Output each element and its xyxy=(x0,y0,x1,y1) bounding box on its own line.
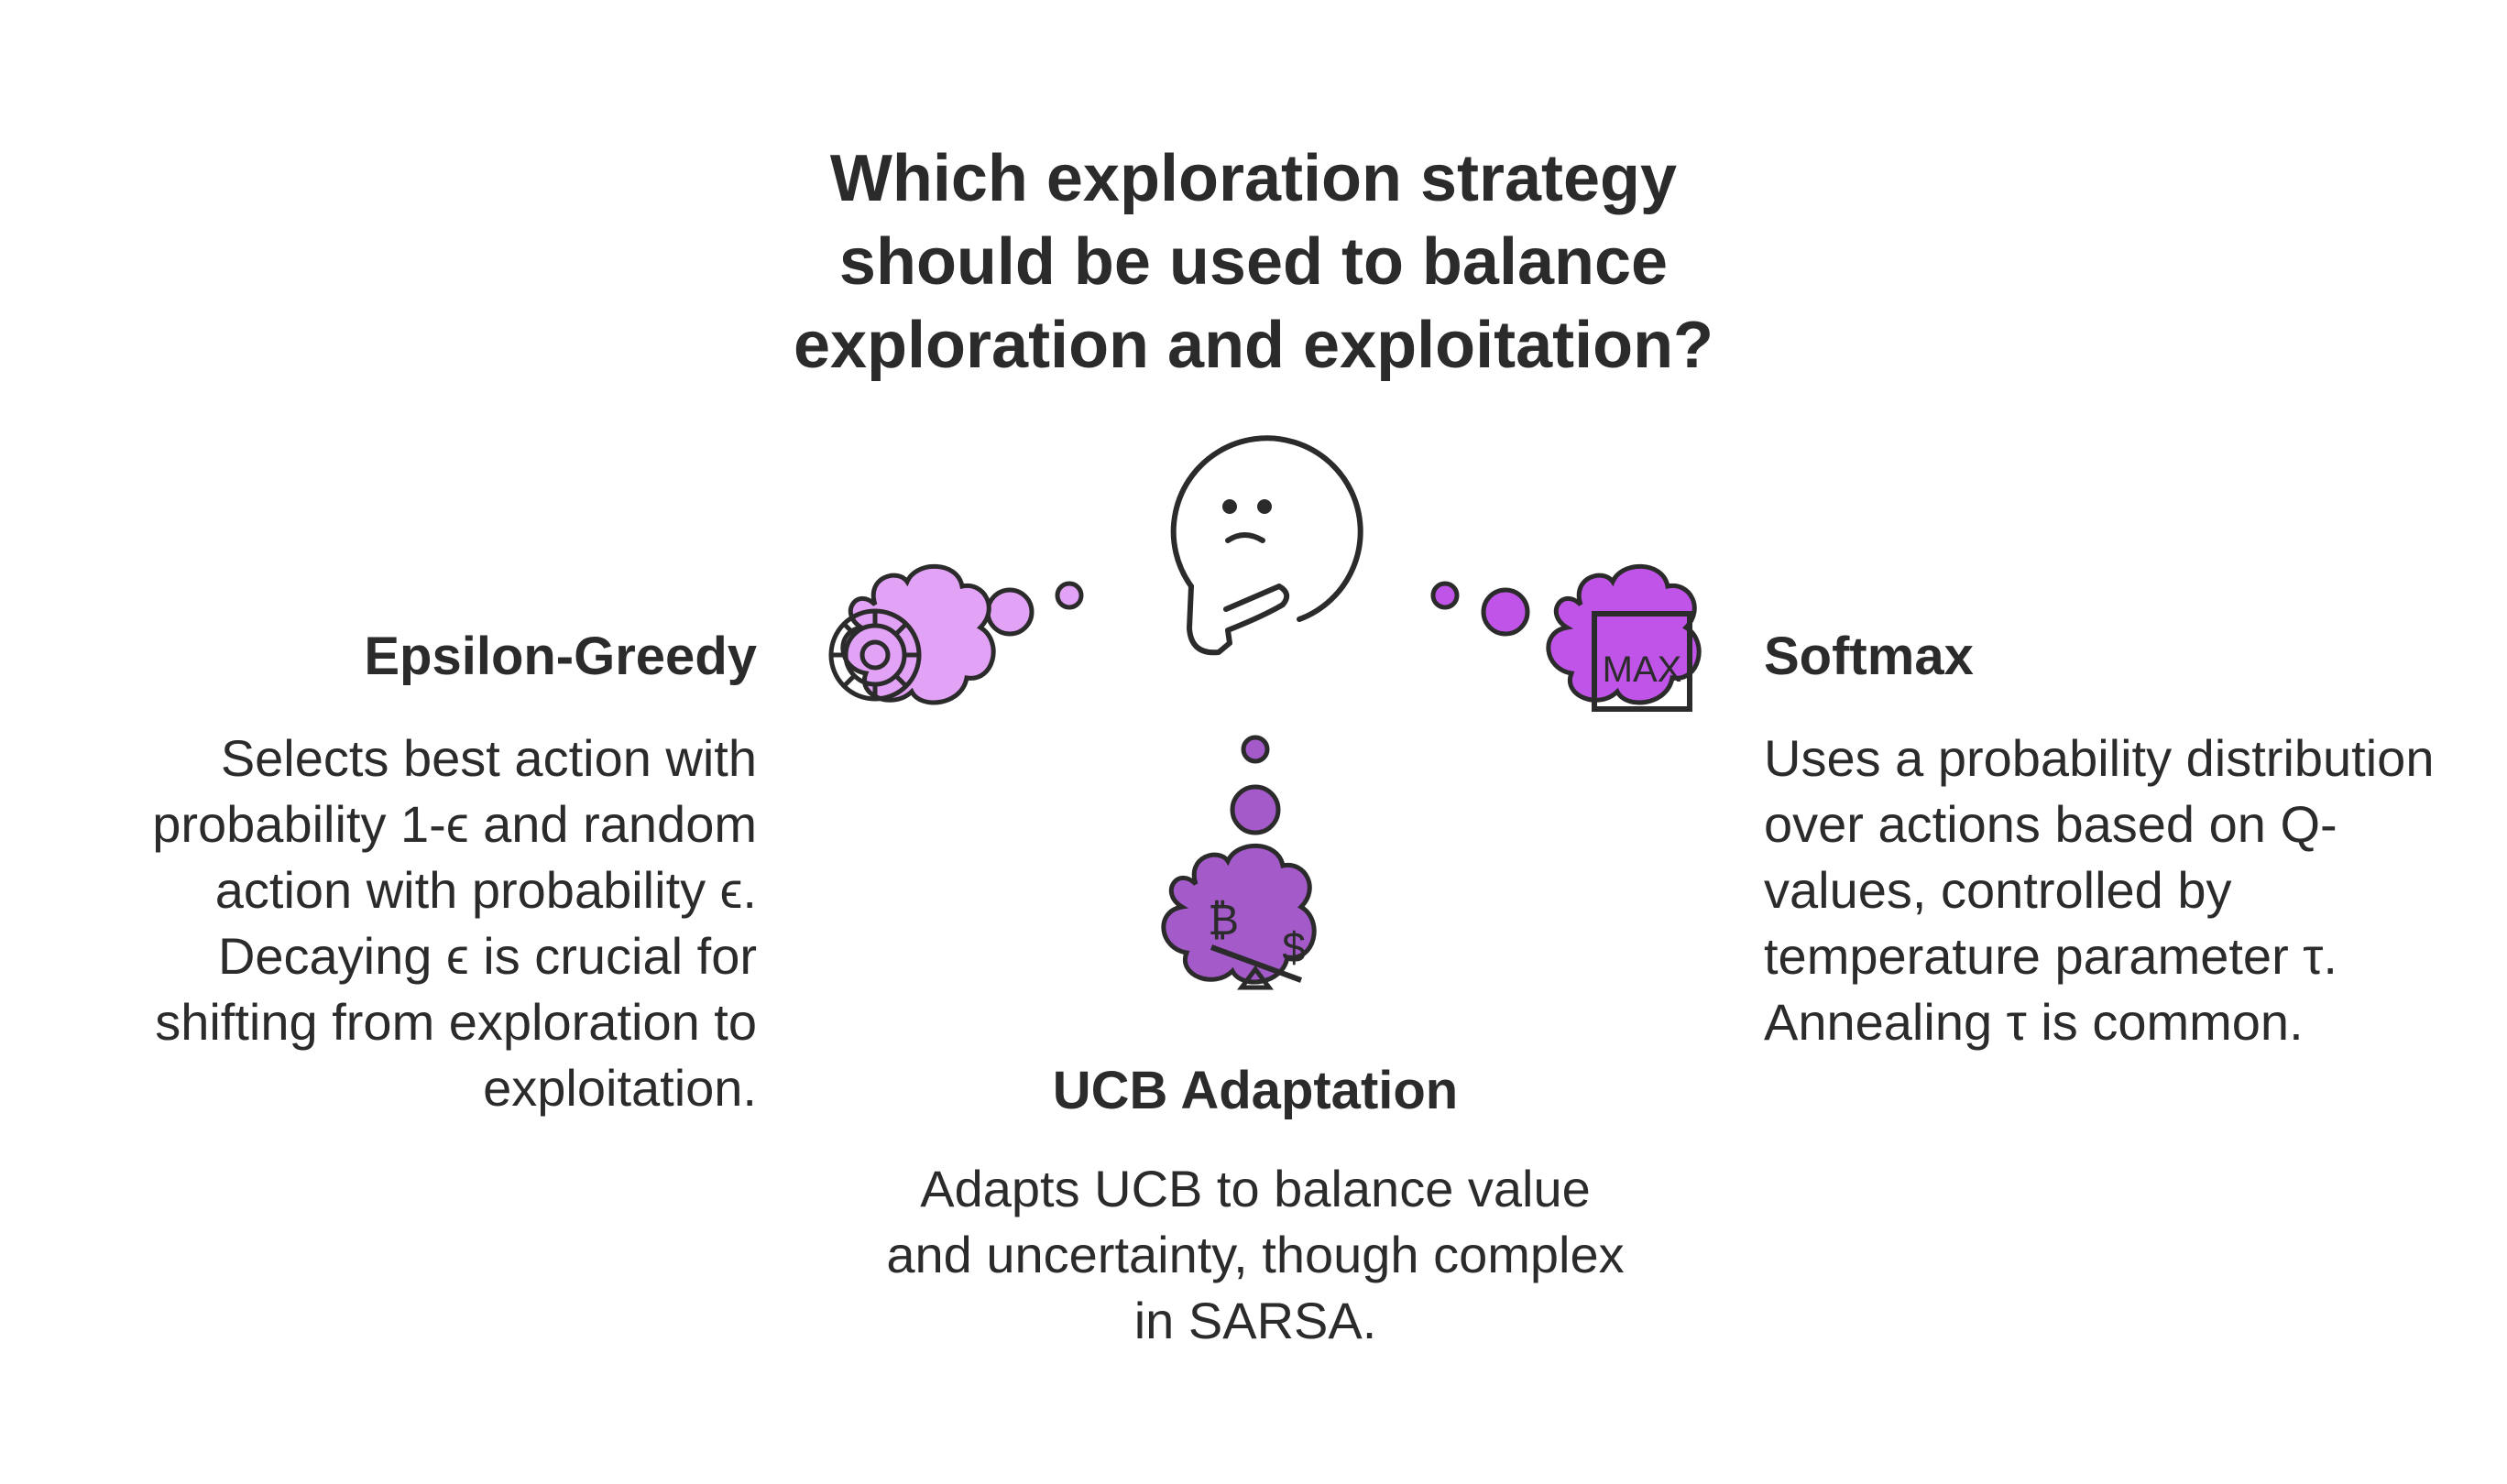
balance-scale-currency-icon: ₿ $ xyxy=(1161,843,1317,990)
option-description-epsilon-greedy: Selects best action with probability 1-ϵ… xyxy=(152,729,757,1117)
thought-dot xyxy=(1430,581,1460,610)
option-heading-epsilon-greedy: Epsilon-Greedy xyxy=(364,627,757,686)
thought-dot xyxy=(1055,581,1084,610)
option-heading-softmax: Softmax xyxy=(1764,627,1974,686)
max-box-icon: MAX xyxy=(1546,563,1702,712)
option-description-ucb-adaptation: Adapts UCB to balance value and uncertai… xyxy=(886,1160,1625,1349)
thought-dot xyxy=(1481,587,1530,637)
max-icon-text: MAX xyxy=(1603,649,1682,690)
option-heading-ucb-adaptation: UCB Adaptation xyxy=(1052,1061,1459,1120)
thought-dot xyxy=(985,587,1035,637)
thought-dot xyxy=(1230,784,1281,835)
dollar-symbol: $ xyxy=(1282,923,1306,971)
roulette-wheel-icon xyxy=(828,563,996,705)
option-description-softmax: Uses a probability distribution over act… xyxy=(1764,729,2435,1051)
thinking-face-icon xyxy=(1170,435,1363,656)
page-title: Which exploration strategy should be use… xyxy=(793,142,1714,382)
thought-dot xyxy=(1241,735,1270,764)
bitcoin-symbol: ₿ xyxy=(1208,895,1239,944)
